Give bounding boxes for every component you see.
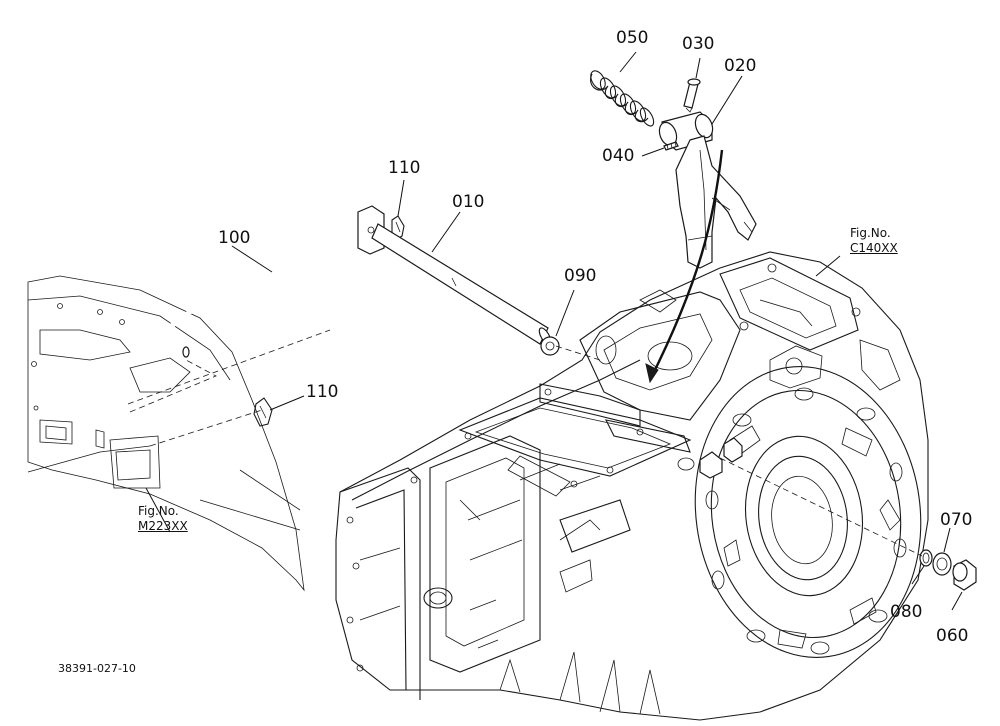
part-number-030: 030 [682, 34, 715, 54]
part-number-090: 090 [564, 266, 597, 286]
part-number-020: 020 [724, 56, 757, 76]
figure-ref-label: Fig.No. [850, 226, 891, 240]
figure-ref-label: Fig.No. [138, 504, 179, 518]
part-number-050: 050 [616, 28, 649, 48]
o-ring-part [919, 549, 933, 567]
assembly-arrowhead [645, 363, 659, 384]
figure-ref-code[interactable]: C140XX [850, 241, 898, 255]
figure-ref-c140xx[interactable]: Fig.No. C140XX [850, 226, 898, 256]
spring-pin-part [663, 141, 679, 151]
part-number-110-upper: 110 [388, 158, 421, 178]
transmission-case [335, 251, 929, 721]
shift-fork-part [658, 111, 757, 269]
part-number-070: 070 [940, 510, 973, 530]
clip-part-lower [253, 397, 273, 427]
rear-housing-outline [27, 275, 331, 592]
assembly-arrow [648, 149, 724, 381]
figure-ref-m223xx[interactable]: Fig.No. M223XX [138, 504, 188, 534]
part-number-040: 040 [602, 146, 635, 166]
bent-rod-part [160, 197, 359, 358]
part-number-080: 080 [890, 602, 923, 622]
washer-part [932, 552, 952, 576]
leader-lines [145, 51, 963, 611]
shift-rod-part [371, 223, 552, 345]
document-id: 38391-027-10 [58, 662, 136, 675]
part-number-010: 010 [452, 192, 485, 212]
part-number-100: 100 [218, 228, 251, 248]
figure-ref-code[interactable]: M223XX [138, 519, 188, 533]
seal-part [540, 336, 560, 356]
pin-part [683, 78, 701, 113]
part-number-060: 060 [936, 626, 969, 646]
rear-flange [694, 366, 922, 658]
plug-part [952, 559, 977, 591]
part-number-110-lower: 110 [306, 382, 339, 402]
spring-part [590, 70, 655, 127]
